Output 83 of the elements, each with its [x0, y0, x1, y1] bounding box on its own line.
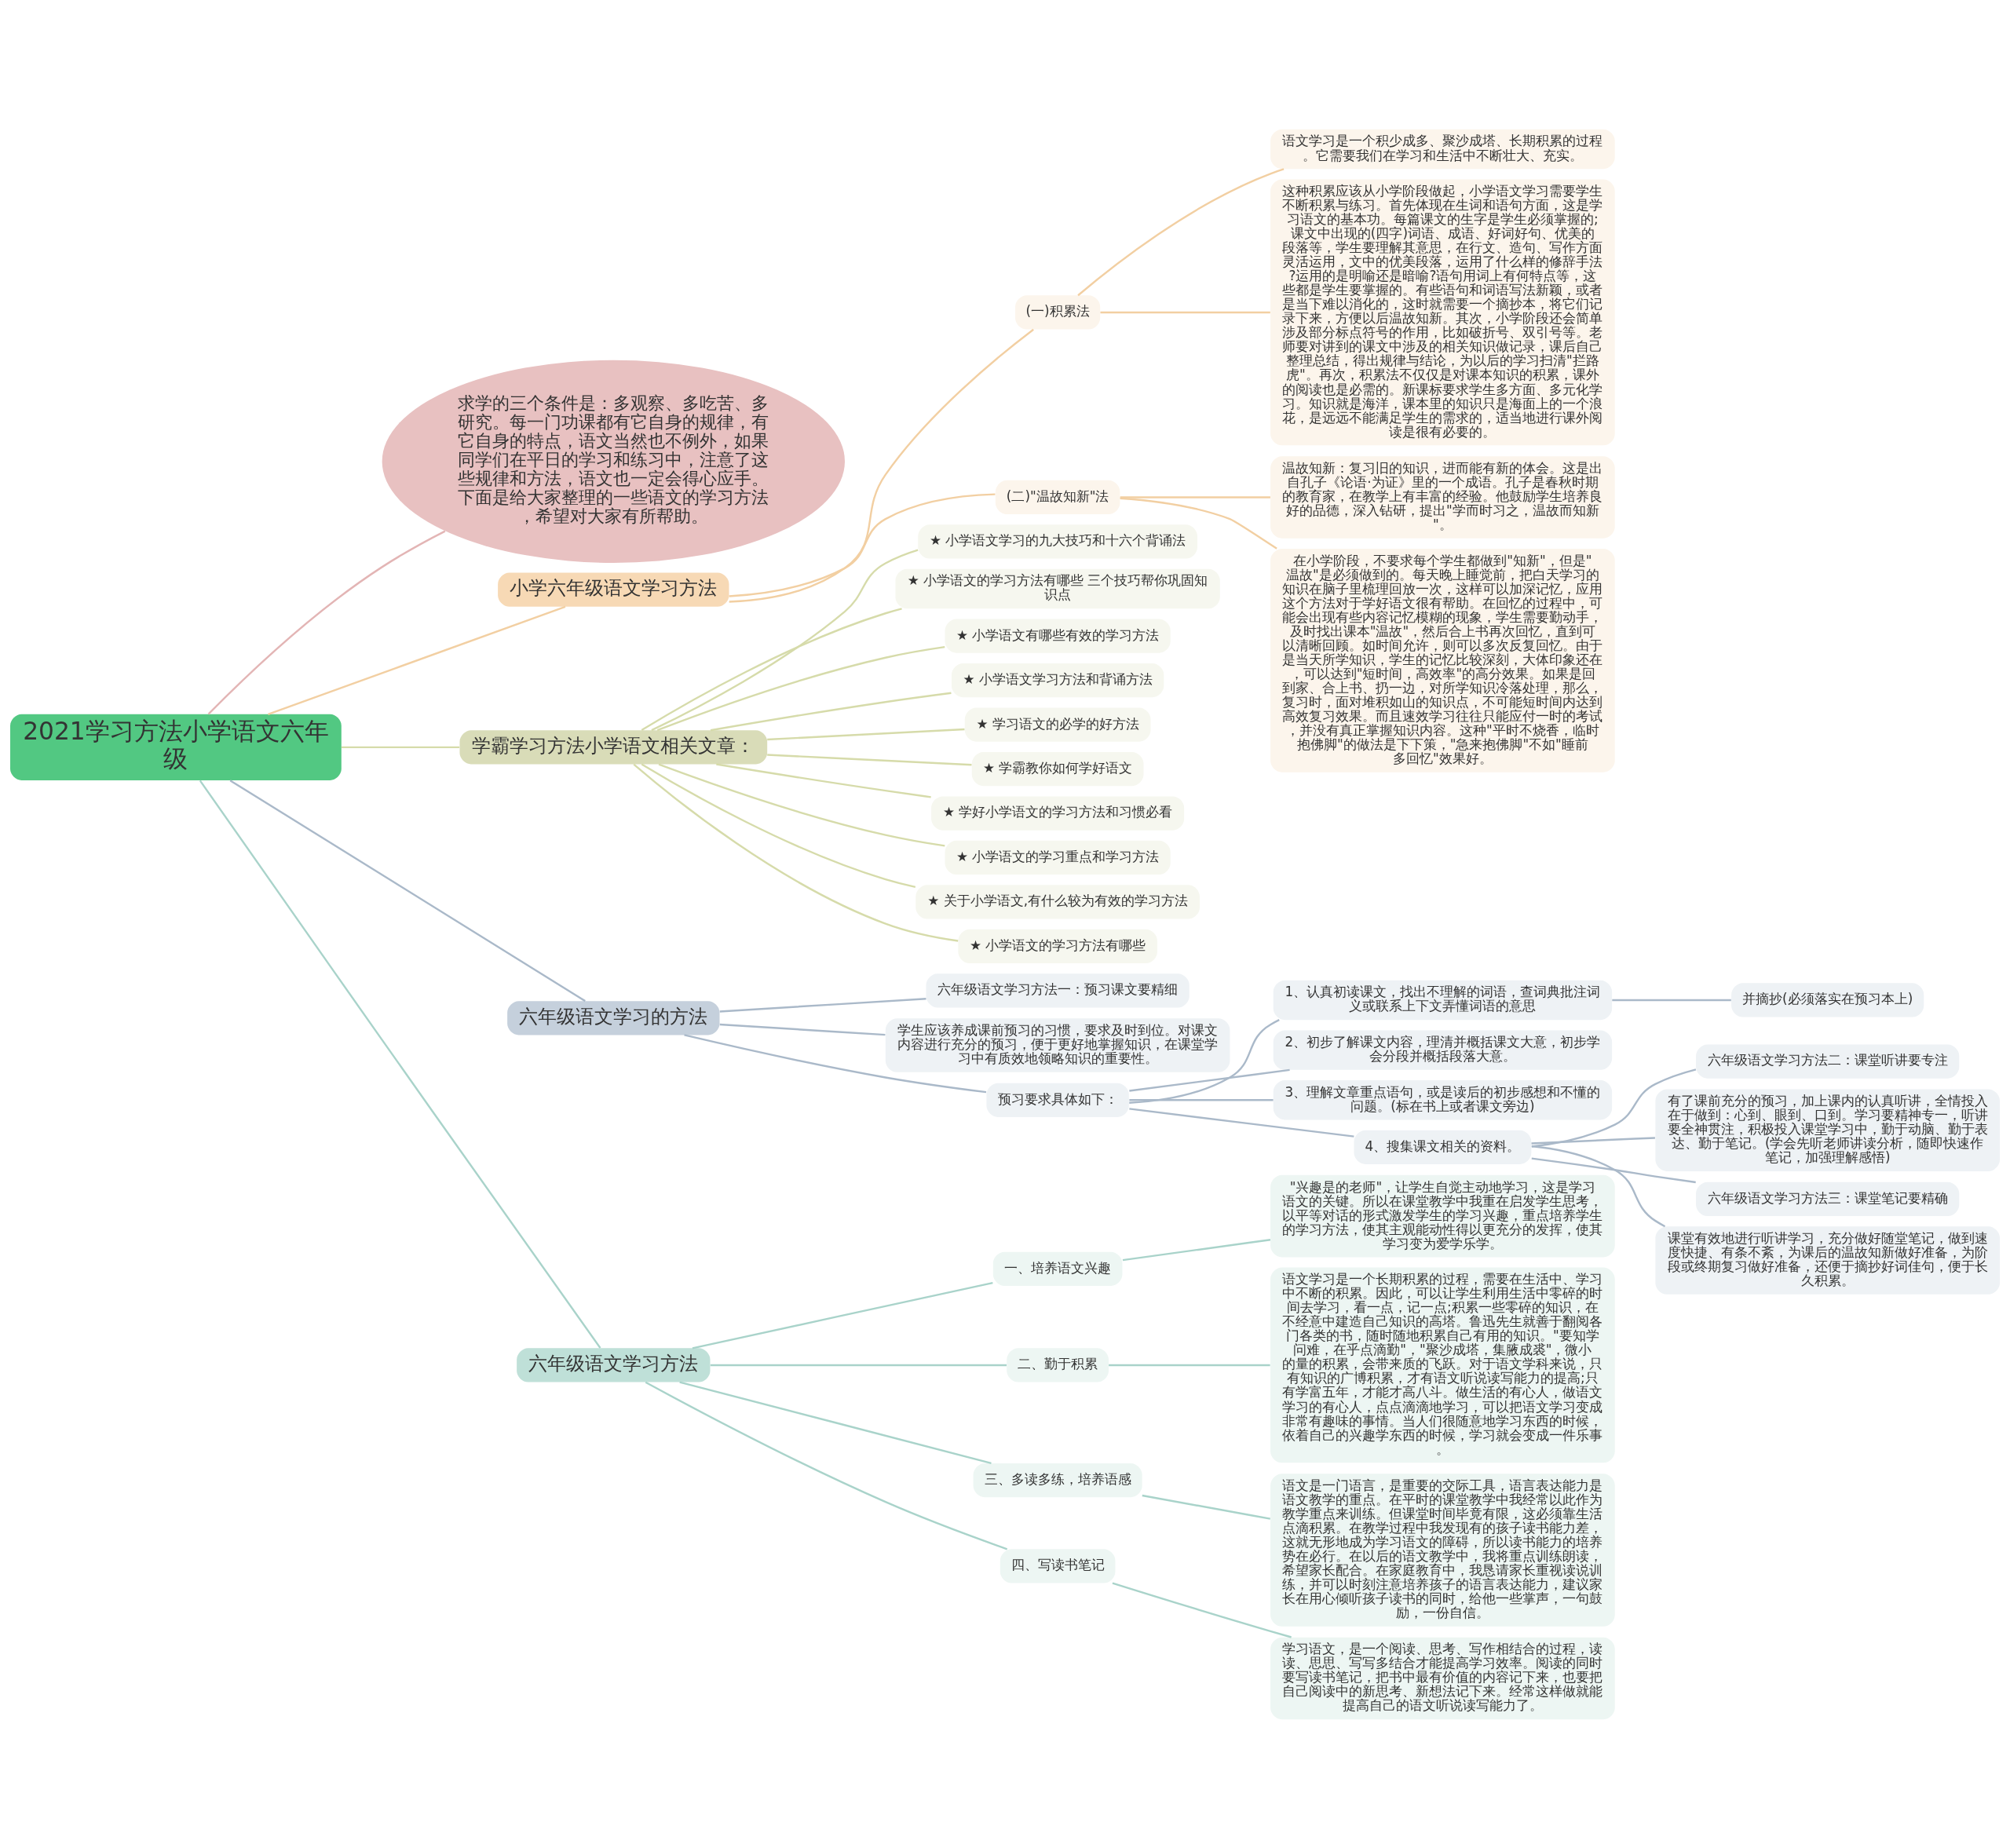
connector — [1129, 1068, 1290, 1092]
node-box: 课堂有效地进行听讲学习，充分做好随堂笔记，做到速度快捷、有条不紊，为课后的温故知新做好准备，为阶段或终期复习做好准备，还便于摘抄好词佳句，便于长久积累。 — [1655, 1225, 2000, 1295]
connector — [1100, 311, 1270, 313]
node-box: 小学六年级语文学习方法 — [498, 572, 729, 607]
connector — [199, 780, 601, 1349]
connector — [229, 779, 586, 1002]
connector — [641, 607, 902, 731]
connector — [767, 753, 972, 765]
node-box: 六年级语文学习方法 — [517, 1347, 711, 1382]
connector — [341, 746, 460, 748]
node-box: 学霸学习方法小学语文相关文章： — [459, 729, 768, 764]
connector — [633, 763, 959, 942]
node-box: 六年级语文学习的方法 — [507, 1000, 720, 1035]
connector — [645, 1381, 1008, 1550]
node-box: 学生应该养成课前预习的习惯，要求及时到位。对课文内容进行充分的预习，便于更好地掌握知识，在课堂学习中有质效地领略知识的重要性。 — [885, 1017, 1230, 1072]
node-box: 四、写读书笔记 — [1000, 1548, 1116, 1583]
connector — [692, 1281, 993, 1349]
node-box: 语文是一门语言，是重要的交际工具，语言表达能力是语文教学的重点。在平时的课堂教学中我经常以此作为教学重点来训练。但课堂时间毕竟有限，这必须靠生活点滴积累。在教学过程中我发现有的孩子读书能力差，这就无形地成为学习语文的障碍，所以读书能力的培养势在必行。在以后的语文教学中，我将重点训练朗读，希望家长配合。在家庭教育中，我恳请家长重视读说训练，并可以时刻注意培养孩子的语言表达能力，建议家长在用心倾听孩子读书的同时，给他一些掌声，一句鼓励，一份自信。 — [1270, 1473, 1615, 1627]
node-box: 这种积累应该从小学阶段做起，小学语文学习需要学生不断积累与练习。首先体现在生词和语句方面，这是学习语文的基本功。每篇课文的生字是学生必须掌握的;课文中出现的(四字)词语、成语、好词好句、优美的段落等，学生要理解其意思，在行文、造句、写作方面灵活运用，文中的优美段落，运用了什么样的修辞手法?运用的是明喻还是暗喻?语句用词上有何特点等，这些都是学生要掌握的。有些语句和词语写法新颖，或者是当下难以消化的，这时就需要一个摘抄本，将它们记录下来，方便以后温故知新。其次，小学阶段还会简单涉及部分标点符号的作用，比如破折号、双引号等。老师要对讲到的课文中涉及的相关知识做记录，课后自己整理总结，得出规律与结论，为以后的学习扫清"拦路虎"。再次，积累法不仅仅是对课本知识的积累，课外的阅读也是必需的。新课标要求学生多方面、多元化学习。知识就是海洋，课本里的知识只是海面上的一个浪花，是远远不能满足学生的需求的，适当地进行课外阅读是很有必要的。 — [1270, 179, 1615, 445]
connector — [1129, 1018, 1280, 1104]
connector — [729, 328, 1034, 603]
node-box: 一、培养语文兴趣 — [992, 1251, 1123, 1286]
connector — [1129, 1098, 1274, 1101]
connector — [684, 1033, 987, 1093]
node-box: 预习要求具体如下： — [986, 1083, 1129, 1117]
connector — [719, 997, 926, 1013]
connector — [656, 645, 945, 731]
connector — [651, 549, 919, 731]
node-box: 并摘抄(必须落实在预习本上) — [1731, 982, 1924, 1017]
connector — [641, 763, 916, 888]
connector — [719, 1023, 886, 1035]
node-box: 在小学阶段，不要求每个学生都做到"知新"，但是"温故"是必须做到的。每天晚上睡觉前，把白天学习的知识在脑子里梳理回放一次，这样可以加深记忆，应用这个方法对于学好语文很有帮助。在回忆的过程中，可能会出现有些内容记忆模糊的现象，学生需要勤动手，及时找出课本"温故"，然后合上书再次回忆，直到可以清晰回顾。如时间允许，则可以多次反复回忆。由于是当天所学知识，学生的记忆比较深刻，大体印象还在，可以达到"短时间，高效率"的高分效果。如果是回到家、合上书、扔一边，对所学知识冷落处理，那么，复习时，面对堆积如山的知识点，不可能短时间内达到高效复习效果。而且速效学习往往只能应付一时的考试，并没有真正掌握知识内容。这种"平时不烧香，临时抱佛脚"的做法是下下策，"急来抱佛脚"不如"睡前多回忆"效果好。 — [1270, 548, 1615, 772]
connector — [207, 530, 446, 714]
node-box: ★ 关于小学语文,有什么较为有效的学习方法 — [915, 884, 1200, 919]
connector — [1142, 1494, 1271, 1520]
node-box: ★ 小学语文学习的九大技巧和十六个背诵法 — [918, 524, 1197, 559]
connector — [716, 762, 931, 798]
node-box: 六年级语文学习方法一：预习课文要精细 — [926, 973, 1190, 1008]
node-box: 二、勤于积累 — [1007, 1347, 1109, 1382]
node-box: 2、初步了解课文内容，理清并概括课文大意，初步学会分段并概括段落大意。 — [1273, 1029, 1613, 1070]
node-box: 六年级语文学习方法二：课堂听讲要专注 — [1696, 1043, 1960, 1079]
node-box: 三、多读多练，培养语感 — [973, 1463, 1142, 1497]
node-box: 4、搜集课文相关的资料。 — [1354, 1130, 1532, 1164]
node-ellipse: 求学的三个条件是：多观察、多吃苦、多研究。每一门功课都有它自身的规律，有它自身的特点，语文当然也不例外，如果同学们在平日的学习和练习中，注意了这些规律和方法，语文也一定会得心应手。下面是给大家整理的一些语文的学习方法，希望对大家有所帮助。 — [382, 360, 845, 563]
node-box: ★ 小学语文的学习方法有哪些 — [958, 929, 1157, 963]
connector — [1077, 167, 1285, 296]
node-box: 3、理解文章重点语句，或是读后的初步感想和不懂的问题。(标在书上或者课文旁边) — [1273, 1079, 1613, 1120]
node-box: 学习语文，是一个阅读、思考、写作相结合的过程，读读、思思、写写多结合才能提高学习效率。阅读的同时要写读书笔记，把书中最有价值的内容记下来，也要把自己阅读中的新思考、新想法记下来。经常这样做就能提高自己的语文听说读写能力了。 — [1270, 1637, 1615, 1719]
node-box: ★ 学习语文的必学的好方法 — [964, 707, 1151, 742]
connector — [1531, 1136, 1655, 1145]
connector — [1120, 495, 1270, 499]
connector — [1612, 999, 1731, 1001]
node-box: 六年级语文学习方法三：课堂笔记要精确 — [1696, 1181, 1960, 1216]
node-box: ★ 小学语文的学习方法有哪些 三个技巧帮你巩固知识点 — [895, 568, 1220, 608]
node-box: 语文学习是一个长期积累的过程，需要在生活中、学习中不断的积累。因此，可以让学生利用生活中零碎的时间去学习，看一点，记一点;积累一些零碎的知识，在不经意中建造自己知识的高塔。鲁迅先生就善于翻阅各门各类的书，随时随地积累自己有用的知识。"要知学问难，在乎点滴勤"，"聚沙成塔，集腋成裘"，微小的量的积累，会带来质的飞跃。对于语文学科来说，只有知识的广博积累，才有语文听说读写能力的提高;只有学富五年，才能才高八斗。做生活的有心人，做语文学习的有心人，点点滴滴地学习，可以把语文学习变成非常有趣味的事情。当人们很随意地学习东西的时候，依着自己的兴趣学东西的时候，学习就会变成一件乐事。 — [1270, 1267, 1615, 1463]
node-box: 1、认真初读课文，找出不理解的词语，查词典批注词义或联系上下文弄懂词语的意思 — [1273, 980, 1613, 1020]
node-box: (一)积累法 — [1015, 294, 1101, 330]
node-box: 有了课前充分的预习，加上课内的认真听讲，全情投入在于做到：心到、眼到、口到。学习要精神专一，听讲要全神贯注，积极投入课堂学习中，勤于动脑、勤于表达、勤于笔记。(学会先听老师讲读分析，随即快速作笔记，加强理解感悟) — [1655, 1089, 2000, 1171]
connector — [1531, 1145, 1666, 1227]
connector — [1129, 1107, 1354, 1138]
connector — [710, 1364, 1007, 1366]
node-box: (二)"温故知新"法 — [995, 480, 1120, 514]
connector — [1531, 1156, 1696, 1183]
connector — [767, 728, 965, 740]
connector — [1122, 1238, 1271, 1261]
connector — [729, 492, 996, 597]
connector — [658, 763, 945, 847]
node-box: "兴趣是的老师"，让学生自觉主动地学习，这是学习语文的关键。所以在课堂教学中我重在启发学生思考，以平等对话的形式激发学生的学习兴趣，重点培养学生的学习方法，使其主观能动性得以更充分的发挥，使其学习变为爱学乐学。 — [1270, 1174, 1615, 1257]
node-box: 温故知新：复习旧的知识，进而能有新的体会。这是出自孔子《论语·为证》里的一个成语。孔子是春秋时期的教育家，在教学上有丰富的经验。他鼓励学生培养良好的品德，深入钻研，提出"学而时习之，温故而知新"。 — [1270, 455, 1615, 539]
node-box: 2021学习方法小学语文六年级 — [10, 714, 342, 780]
node-box: 语文学习是一个积少成多、聚沙成塔、长期积累的过程。它需要我们在学习和生活中不断壮大、充实。 — [1270, 129, 1615, 169]
connector — [1120, 497, 1277, 550]
connector — [1531, 1068, 1697, 1148]
node-box: ★ 小学语文的学习重点和学习方法 — [945, 840, 1171, 875]
connector — [1109, 1364, 1270, 1366]
connector — [679, 1380, 992, 1464]
connector — [1112, 1581, 1292, 1638]
node-box: ★ 小学语文有哪些有效的学习方法 — [945, 618, 1171, 653]
connector — [268, 605, 566, 715]
node-box: ★ 学好小学语文的学习方法和习惯必看 — [931, 795, 1185, 831]
node-box: ★ 小学语文学习方法和背诵方法 — [951, 663, 1164, 697]
node-box: ★ 学霸教你如何学好语文 — [971, 751, 1144, 786]
connector — [710, 692, 952, 731]
